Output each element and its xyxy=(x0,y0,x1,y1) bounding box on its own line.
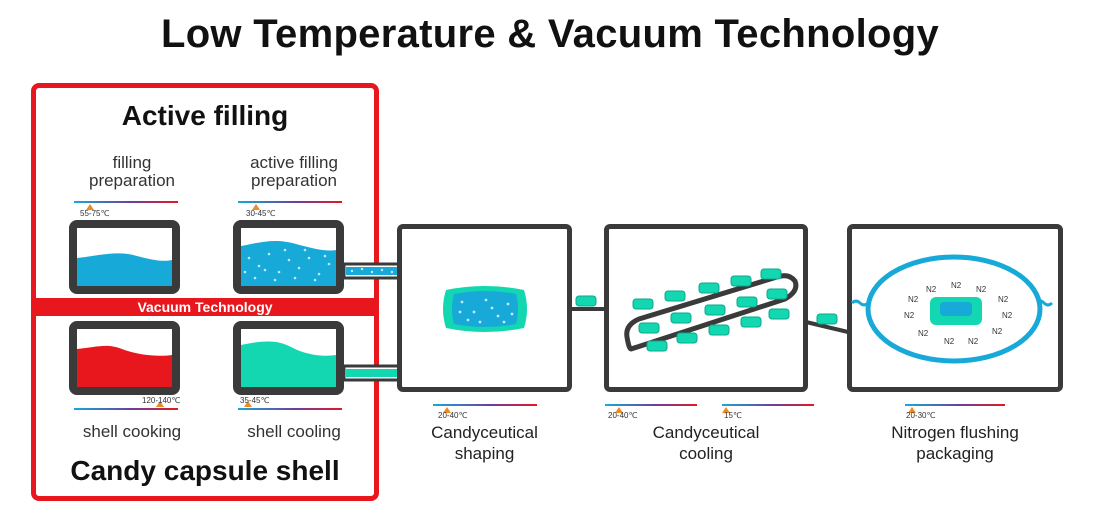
vacuum-technology-band: Vacuum Technology xyxy=(31,298,379,316)
nitrogen-package xyxy=(850,254,1054,364)
n2-label: N2 xyxy=(976,285,987,294)
temp-shell-cooling: 35-45℃ xyxy=(240,396,270,405)
candy-on-conveyor xyxy=(575,295,597,307)
n2-label: N2 xyxy=(968,337,979,346)
temp-active-filling: 30-45℃ xyxy=(246,209,276,218)
temp-shell-cooking: 120-140℃ xyxy=(142,396,181,405)
n2-label: N2 xyxy=(908,295,919,304)
shell-cooling-liquid xyxy=(241,341,336,387)
n2-label: N2 xyxy=(992,327,1003,336)
active-filling-heading: Active filling xyxy=(121,100,289,131)
left-section-frame xyxy=(31,83,379,501)
temp-shaping: 20-40℃ xyxy=(438,411,468,420)
shell-cooking-label: shell cooking xyxy=(82,422,182,441)
temp-cooling-a: 20-40℃ xyxy=(608,411,638,420)
shell-pipe-flow xyxy=(346,369,398,377)
filling-liquid xyxy=(77,253,172,286)
active-filling-preparation-label: active filling preparation xyxy=(250,153,338,190)
active-filling-liquid xyxy=(241,240,336,286)
n2-label: N2 xyxy=(1002,311,1013,320)
cooling-conveyor xyxy=(624,268,799,352)
shaping-stage-box xyxy=(397,224,572,392)
conveyor-cooling-packaging xyxy=(805,320,849,334)
n2-label: N2 xyxy=(951,281,962,290)
candy-capsule-shell-heading: Candy capsule shell xyxy=(70,455,340,486)
active-filling-pot xyxy=(233,220,344,294)
n2-label: N2 xyxy=(918,329,929,338)
packaging-label: Nitrogen flushing packaging xyxy=(891,423,1019,463)
n2-label: N2 xyxy=(904,311,915,320)
cooling-stage-box xyxy=(604,224,808,392)
filling-pot xyxy=(69,220,180,294)
packaging-stage-box: N2 N2 N2 N2 N2 N2 N2 N2 N2 N2 N2 xyxy=(847,224,1063,392)
page-title: Low Temperature & Vacuum Technology xyxy=(160,12,940,56)
shell-cooking-liquid xyxy=(77,345,172,387)
n2-label: N2 xyxy=(926,285,937,294)
temp-filling: 55-75℃ xyxy=(80,209,110,218)
shell-cooling-pot xyxy=(233,321,344,395)
candy-on-conveyor xyxy=(816,313,838,325)
shell-cooking-pot xyxy=(69,321,180,395)
temp-packaging: 20-30℃ xyxy=(906,411,936,420)
filling-preparation-label: filling preparation xyxy=(88,153,175,190)
shaping-label: Candyceutical shaping xyxy=(431,423,538,463)
n2-label: N2 xyxy=(944,337,955,346)
shell-cooling-label: shell cooling xyxy=(247,422,341,441)
n2-label: N2 xyxy=(998,295,1009,304)
cooling-label: Candyceutical cooling xyxy=(652,423,760,463)
shaped-candy xyxy=(443,286,527,332)
temp-cooling-b: 15℃ xyxy=(724,411,742,420)
